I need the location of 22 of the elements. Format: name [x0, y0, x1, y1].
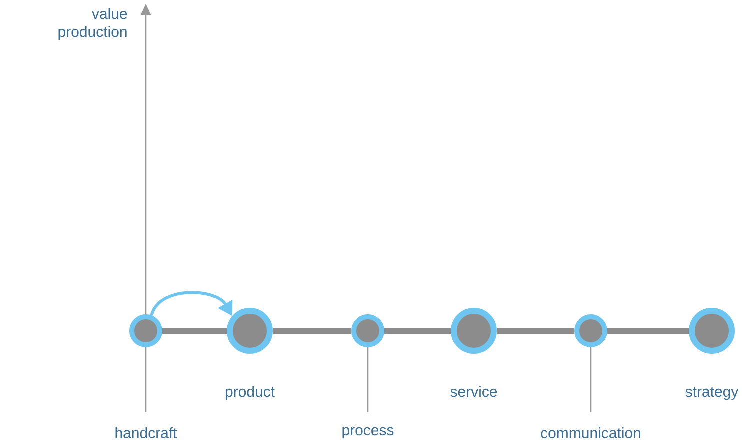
stage-label: strategy [686, 387, 739, 400]
circle-marker [130, 314, 162, 348]
connecting-line [608, 328, 689, 334]
connecting-line [384, 328, 451, 334]
stage-label: process [342, 427, 394, 439]
circle-marker [689, 308, 735, 354]
circle-marker [451, 308, 497, 354]
stage-label: handcraft [116, 427, 178, 438]
connecting-line [162, 328, 227, 334]
stage-label: communication [541, 427, 640, 438]
leader-line [367, 347, 369, 412]
axis-label: value production [58, 8, 128, 40]
stage-label: service [450, 386, 498, 398]
leader-line [145, 347, 147, 412]
circle-marker [574, 314, 608, 348]
connecting-line [273, 328, 352, 334]
stage-label: product [226, 386, 275, 400]
circle-marker [227, 308, 273, 354]
curved-arrow [150, 291, 233, 316]
circle-marker [352, 314, 384, 348]
connecting-line [497, 328, 574, 334]
leader-line [590, 347, 592, 412]
